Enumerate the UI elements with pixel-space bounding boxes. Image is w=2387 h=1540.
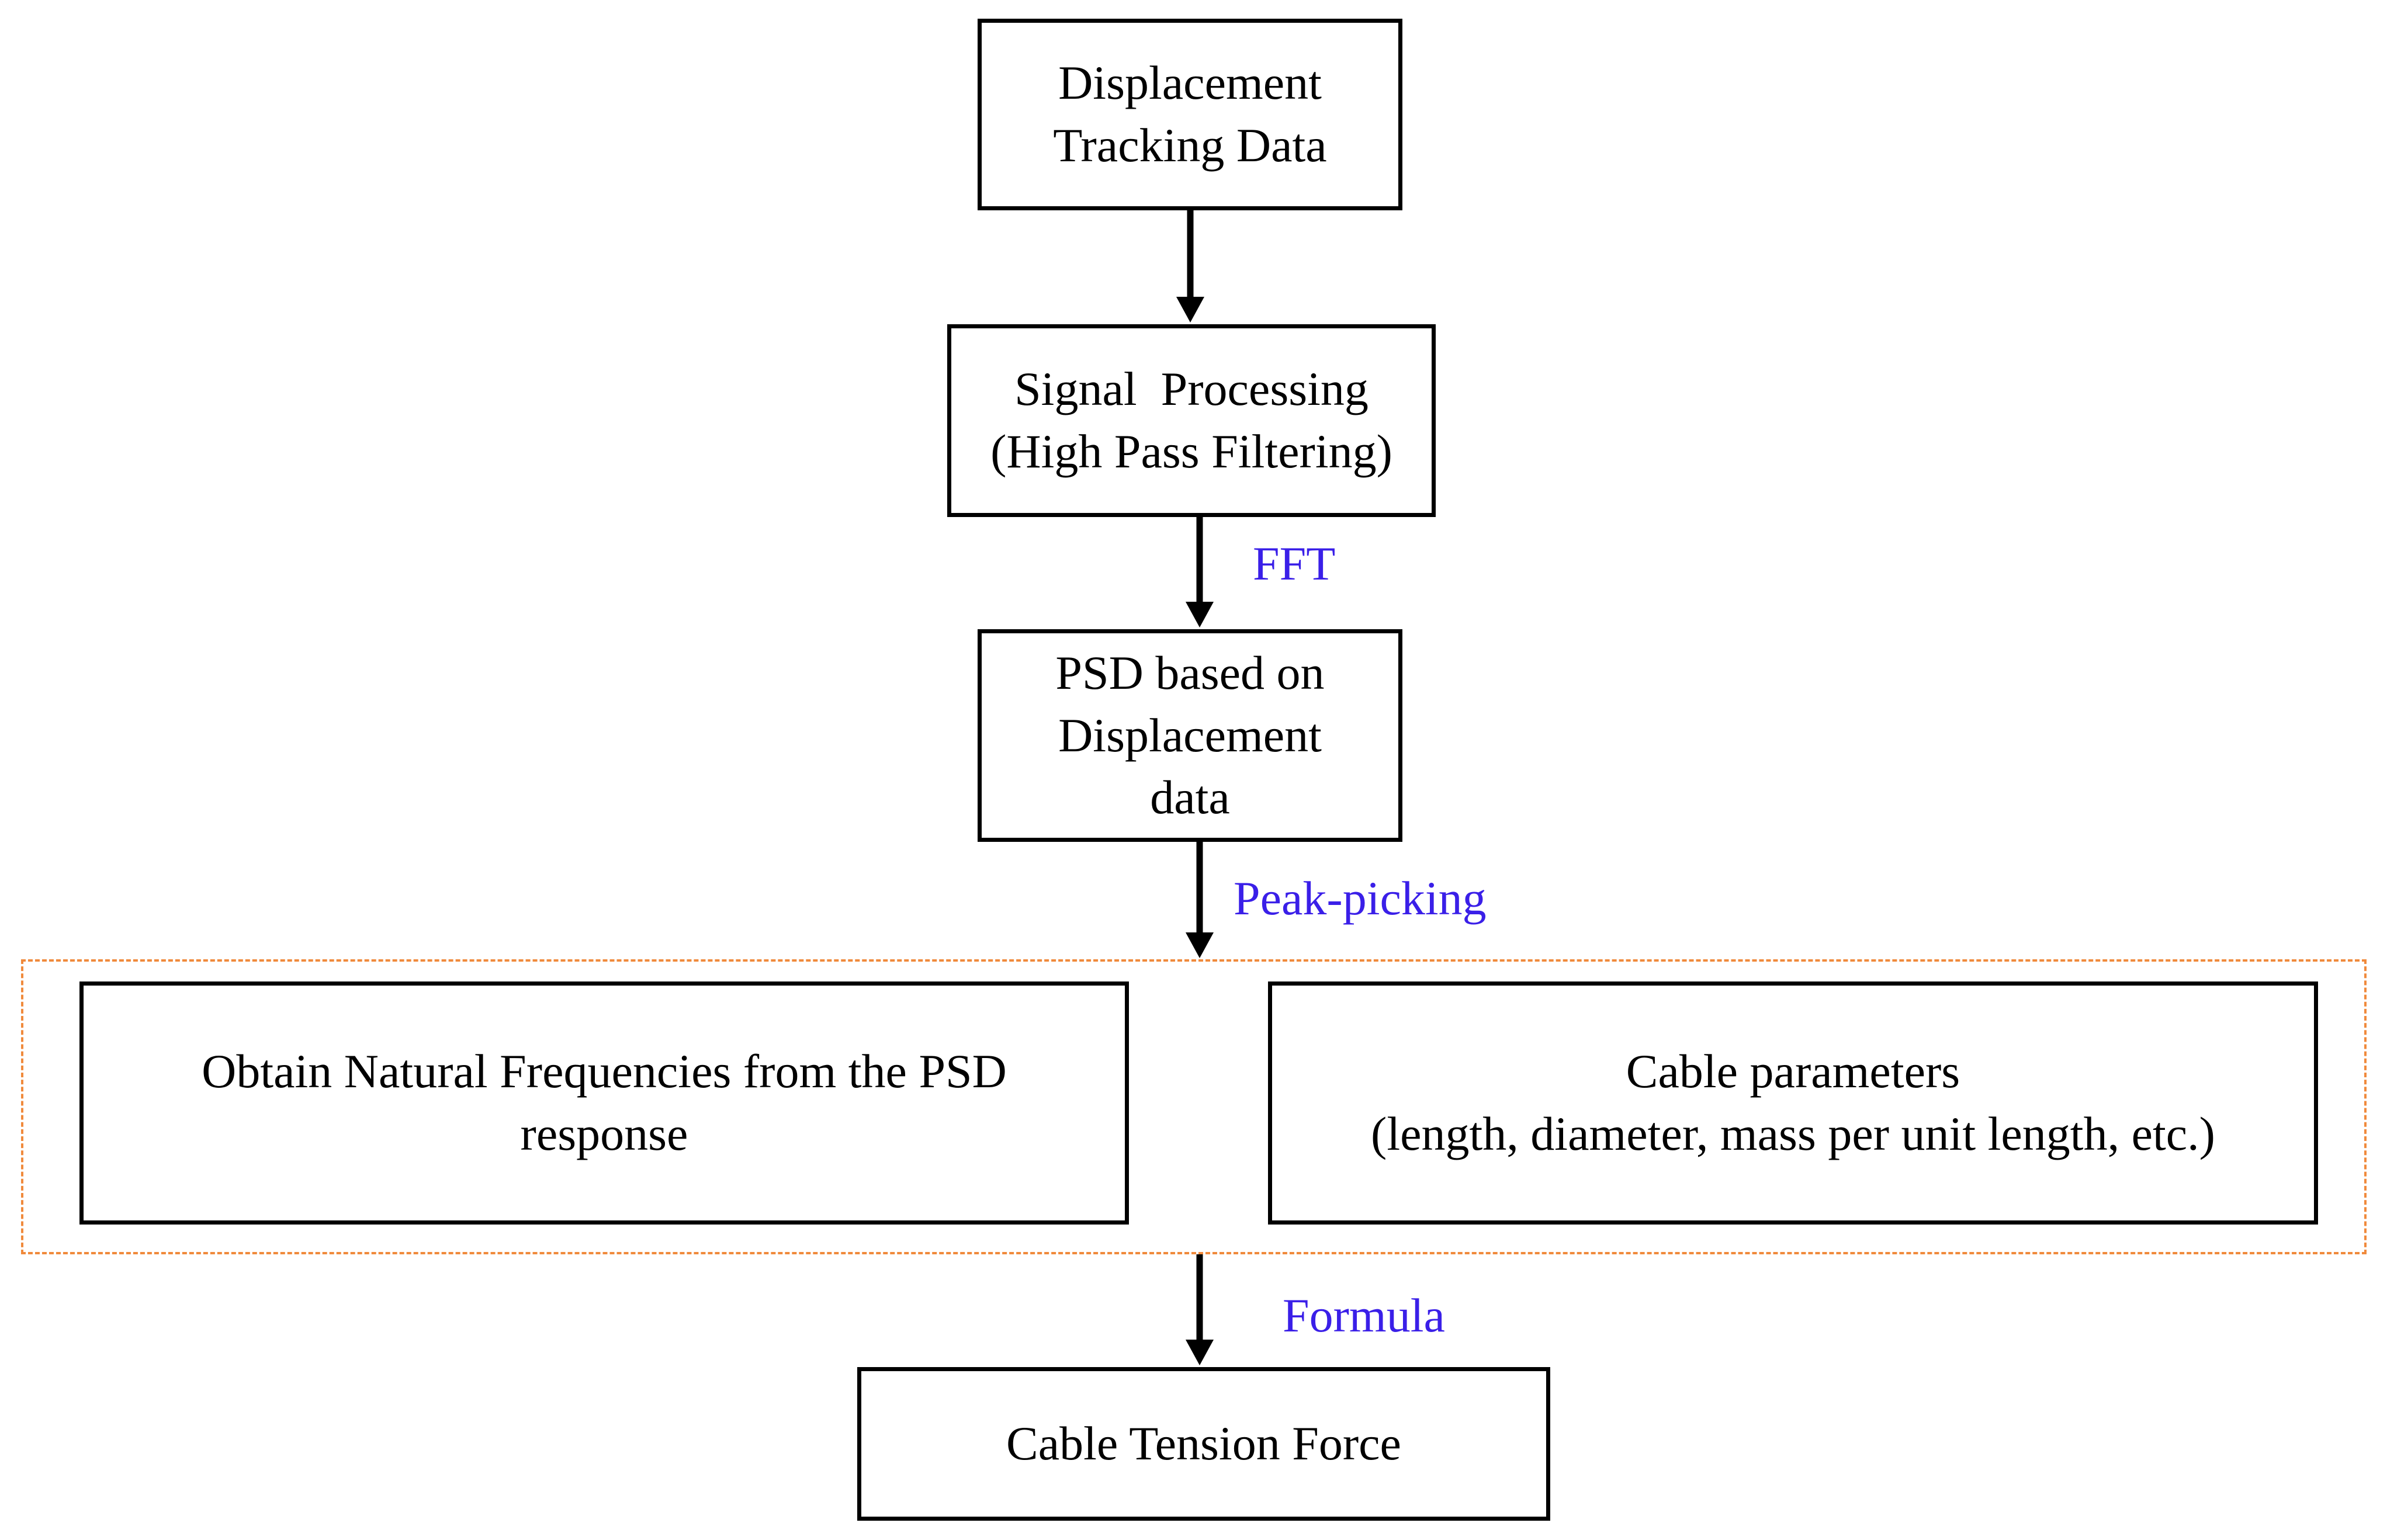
signal-box-line-2: (High Pass Filtering) <box>990 425 1392 478</box>
parameter-group-frame <box>21 959 2367 1254</box>
displacement-box-line-2: Tracking Data <box>1053 119 1327 172</box>
cable-parameters-box: Cable parameters (length, diameter, mass… <box>1268 981 2318 1225</box>
displacement-box-line-1: Displacement <box>1058 56 1322 110</box>
natural-frequencies-box: Obtain Natural Frequencies from the PSD … <box>79 981 1129 1225</box>
peak-picking-edge-label: Peak-picking <box>1234 872 1487 925</box>
psd-box-line-1: PSD based on <box>1055 646 1325 700</box>
cable-params-box-line-1: Cable parameters <box>1626 1045 1960 1098</box>
displacement-tracking-data-box: Displacement Tracking Data <box>978 19 1402 210</box>
cable-tension-force-box: Cable Tension Force <box>857 1367 1550 1521</box>
signal-box-line-1: Signal Processing <box>1014 362 1369 416</box>
arrow-displacement-to-signal-head <box>1176 297 1204 322</box>
formula-edge-label: Formula <box>1283 1289 1445 1342</box>
tension-box-line-1: Cable Tension Force <box>1006 1417 1401 1470</box>
arrow-psd-to-group-head <box>1186 932 1214 958</box>
natural-box-line-1: Obtain Natural Frequencies from the PSD <box>202 1045 1007 1098</box>
psd-box-line-2: Displacement <box>1058 708 1322 762</box>
psd-box-line-3: data <box>1150 771 1230 824</box>
signal-processing-box: Signal Processing (High Pass Filtering) <box>947 324 1436 517</box>
arrow-group-to-tension-head <box>1186 1340 1214 1365</box>
cable-params-box-line-2: (length, diameter, mass per unit length,… <box>1371 1107 2215 1160</box>
fft-edge-label: FFT <box>1253 537 1336 590</box>
arrow-signal-to-psd-head <box>1186 602 1214 627</box>
natural-box-line-2: response <box>520 1107 688 1160</box>
psd-box: PSD based on Displacement data <box>978 629 1402 842</box>
